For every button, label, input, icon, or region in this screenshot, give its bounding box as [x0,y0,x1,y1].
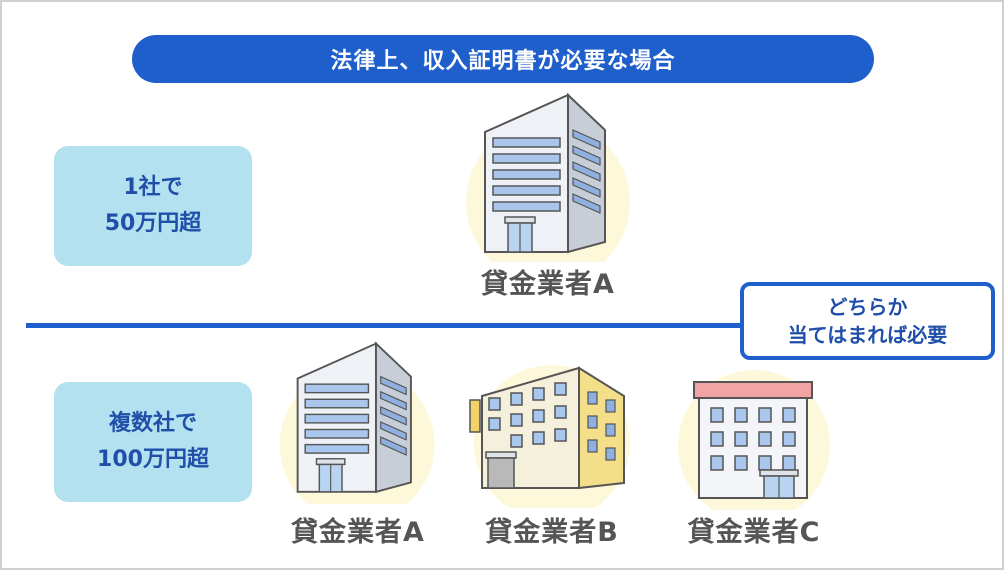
office-tower-icon [466,92,630,262]
lender-label: 貸金業者C [687,517,821,548]
condition-single-line1: 1社で [123,175,183,200]
condition-single-box: 1社で 50万円超 [54,146,252,266]
note-line2: 当てはまれば必要 [787,323,948,347]
title-banner: 法律上、収入証明書が必要な場合 [132,35,874,83]
lender-label: 貸金業者A [291,517,425,548]
note-box: どちらか 当てはまれば必要 [740,282,995,360]
section-divider [26,323,756,328]
yellow-building-icon [469,365,630,508]
lender-label: 貸金業者B [485,517,619,548]
condition-multi-line2: 100万円超 [97,447,209,472]
note-line1: どちらか [827,295,908,319]
condition-multi-box: 複数社で 100万円超 [54,382,252,502]
condition-multi-line1: 複数社で [108,411,197,436]
condition-single-line2: 50万円超 [104,211,202,236]
title-text: 法律上、収入証明書が必要な場合 [330,49,676,74]
lender-label: 貸金業者A [481,269,615,300]
office-tower-icon [279,341,435,504]
red-roof-building-icon [678,370,830,510]
